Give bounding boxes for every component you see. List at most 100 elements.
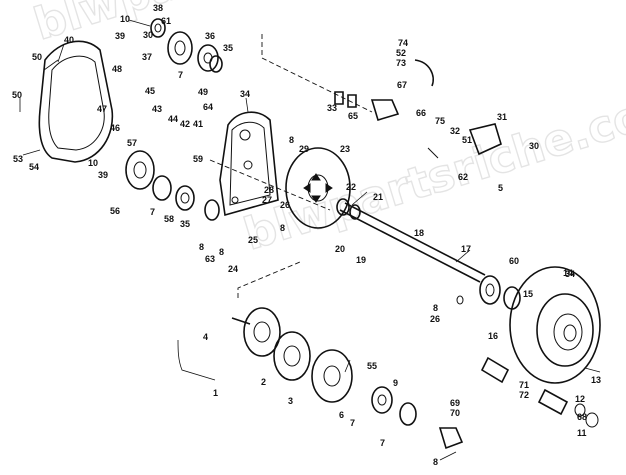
- callout-8c: 8: [219, 247, 224, 257]
- callout-21: 21: [373, 192, 383, 202]
- clutch-group-bracket: [177, 339, 216, 381]
- callout-24: 24: [228, 264, 238, 274]
- callout-74: 74: [398, 38, 408, 48]
- callout-64: 64: [203, 102, 213, 112]
- callout-15: 15: [523, 289, 533, 299]
- callout-52: 52: [396, 48, 406, 58]
- callout-59: 59: [193, 154, 203, 164]
- callout-34b: 34: [565, 269, 575, 279]
- callout-9: 9: [393, 378, 398, 388]
- callout-61: 61: [161, 16, 171, 26]
- callout-2: 2: [261, 377, 266, 387]
- callout-30a: 30: [529, 141, 539, 151]
- brake-caliper-parts: [334, 59, 502, 159]
- callout-50b: 50: [12, 90, 22, 100]
- callout-5: 5: [498, 183, 503, 193]
- leader-lines: [19, 19, 601, 461]
- callout-37: 37: [142, 52, 152, 62]
- callout-44: 44: [168, 114, 178, 124]
- callout-10: 10: [120, 14, 130, 24]
- callout-39a: 39: [115, 31, 125, 41]
- callout-29: 29: [299, 144, 309, 154]
- callout-19: 19: [356, 255, 366, 265]
- watermark-text: blwpartsriche.com: [238, 77, 626, 260]
- callout-7b: 7: [150, 207, 155, 217]
- callout-33: 33: [327, 103, 337, 113]
- callout-47: 47: [97, 104, 107, 114]
- callout-63: 63: [205, 254, 215, 264]
- callout-31: 31: [497, 112, 507, 122]
- callout-54: 54: [29, 162, 39, 172]
- callout-68: 68: [577, 412, 587, 422]
- callout-30b: 30: [143, 30, 153, 40]
- callout-3: 3: [288, 396, 293, 406]
- callout-46: 46: [110, 123, 120, 133]
- callout-53: 53: [13, 154, 23, 164]
- callout-8d: 8: [289, 135, 294, 145]
- callout-26b: 26: [430, 314, 440, 324]
- callout-51: 51: [462, 135, 472, 145]
- callout-62: 62: [458, 172, 468, 182]
- callout-73: 73: [396, 58, 406, 68]
- drive-shaft: [336, 198, 486, 283]
- callout-45: 45: [145, 86, 155, 96]
- callout-71: 71: [519, 380, 529, 390]
- callout-8b: 8: [199, 242, 204, 252]
- callout-14: 14: [563, 268, 573, 278]
- callout-72: 72: [519, 390, 529, 400]
- callout-36: 36: [205, 31, 215, 41]
- callout-25: 25: [248, 235, 258, 245]
- callout-43: 43: [152, 104, 162, 114]
- callout-70: 70: [450, 408, 460, 418]
- callout-55: 55: [367, 361, 377, 371]
- callout-69: 69: [450, 398, 460, 408]
- chaincase-bracket: [219, 111, 279, 217]
- spacer-tubes: [480, 356, 599, 428]
- callout-40: 40: [64, 35, 74, 45]
- callout-49: 49: [198, 87, 208, 97]
- callout-7c: 7: [350, 418, 355, 428]
- callout-16: 16: [488, 331, 498, 341]
- watermark-text-top: blwpartsriche.com: [28, 0, 483, 51]
- brake-disc: [285, 147, 351, 229]
- callout-27: 27: [262, 195, 272, 205]
- callout-50a: 50: [32, 52, 42, 62]
- callout-65: 65: [348, 111, 358, 121]
- callout-48: 48: [112, 64, 122, 74]
- callout-13: 13: [591, 375, 601, 385]
- callout-35b: 35: [180, 219, 190, 229]
- callout-34a: 34: [240, 89, 250, 99]
- callout-8f: 8: [433, 457, 438, 467]
- upper-sprocket-stack: [150, 18, 223, 73]
- driven-pulley: [509, 266, 601, 384]
- callout-67: 67: [397, 80, 407, 90]
- callout-57: 57: [127, 138, 137, 148]
- callout-42: 42: [180, 119, 190, 129]
- callout-6: 6: [339, 410, 344, 420]
- callout-4: 4: [203, 332, 208, 342]
- chaincase-cover: [38, 40, 114, 163]
- callout-41: 41: [193, 119, 203, 129]
- callout-75: 75: [435, 116, 445, 126]
- callout-60: 60: [509, 256, 519, 266]
- lower-sprocket-stack: [125, 150, 220, 221]
- callout-7a: 7: [178, 70, 183, 80]
- callout-10b: 10: [88, 158, 98, 168]
- callout-18: 18: [414, 228, 424, 238]
- callout-22: 22: [346, 182, 356, 192]
- callout-8a: 8: [280, 223, 285, 233]
- callout-17: 17: [461, 244, 471, 254]
- alignment-line-axis: [209, 159, 331, 211]
- callout-8e: 8: [433, 303, 438, 313]
- alignment-line-lower: [237, 261, 301, 298]
- callout-11: 11: [577, 428, 587, 438]
- callout-38: 38: [153, 3, 163, 13]
- callout-56: 56: [110, 206, 120, 216]
- callout-1: 1: [213, 388, 218, 398]
- callout-26a: 26: [280, 200, 290, 210]
- callout-58: 58: [164, 214, 174, 224]
- callouts: 1 2 3 4 5 6 7 7 7 7 8 8 8 8 8 8 9 10 10 …: [12, 3, 601, 467]
- callout-66: 66: [416, 108, 426, 118]
- callout-7d: 7: [380, 438, 385, 448]
